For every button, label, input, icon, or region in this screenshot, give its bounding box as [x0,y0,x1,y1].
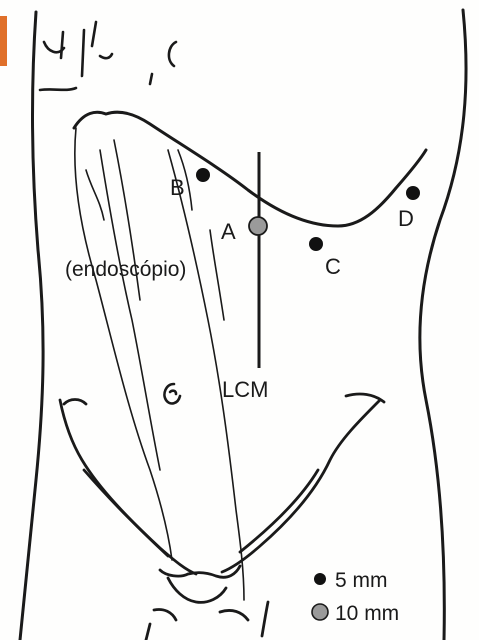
port-a-dot [249,217,267,235]
port-c-dot [309,237,323,251]
legend-5mm-dot [314,573,326,585]
port-d-dot [406,186,420,200]
port-a-label: A [221,219,236,244]
legend-10mm-label: 10 mm [335,602,399,625]
umbilicus [164,384,180,403]
port-b-label: B [170,175,185,200]
port-d-label: D [398,206,414,231]
torso-outline [20,10,466,640]
corner-tab [0,16,7,66]
port-c-label: C [325,254,341,279]
legend: 5 mm 10 mm [312,569,399,625]
midline-label: LCM [222,377,268,402]
chest-marks [40,22,176,90]
legend-10mm-dot [312,604,328,620]
endoscope-label: (endoscópio) [65,258,186,281]
rectus-muscle [75,128,244,600]
port-b-dot [196,168,210,182]
legend-5mm-label: 5 mm [335,569,388,592]
